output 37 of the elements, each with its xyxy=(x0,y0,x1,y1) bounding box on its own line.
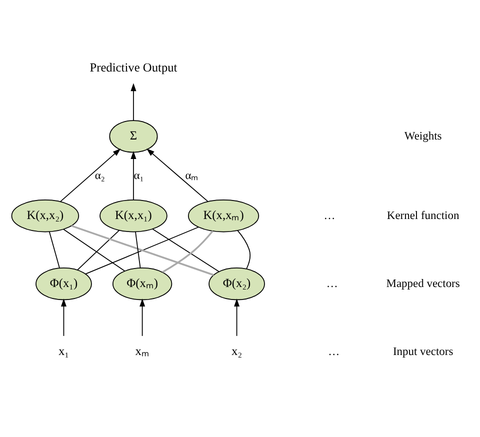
connector xyxy=(71,225,214,276)
label: Weights xyxy=(404,130,442,142)
node-ellipse: K(x,x₂) xyxy=(11,200,80,232)
node-text: xₘ xyxy=(135,344,150,358)
node-text: x₂ xyxy=(232,344,242,358)
label: Input vectors xyxy=(392,346,454,358)
arrow xyxy=(146,148,208,202)
node-ellipse: Φ(x₁) xyxy=(36,268,92,300)
connector xyxy=(135,232,141,268)
node-ellipse: K(x,x₁) xyxy=(100,200,168,232)
node-ellipse: Φ(x₂) xyxy=(208,268,265,300)
label: Mapped vectors xyxy=(386,278,460,290)
connector xyxy=(63,228,126,272)
connector xyxy=(162,230,214,273)
connector xyxy=(152,228,220,272)
label: Kernel function xyxy=(386,210,460,222)
edge-label: α₂ xyxy=(94,170,105,182)
node-ellipse: Φ(xₘ) xyxy=(112,268,172,300)
arrow xyxy=(234,298,240,336)
arrow xyxy=(60,298,66,336)
connector xyxy=(237,230,251,270)
label: … xyxy=(326,278,338,290)
connector xyxy=(77,230,120,270)
arrow xyxy=(130,151,136,200)
connector xyxy=(48,231,60,268)
node-text: x₁ xyxy=(58,344,69,358)
arrow xyxy=(140,298,146,336)
label: … xyxy=(324,210,336,222)
arrow xyxy=(130,83,136,121)
edge-label: α₁ xyxy=(134,170,144,182)
label: … xyxy=(328,346,340,358)
node-ellipse: K(x,xₘ) xyxy=(188,200,260,232)
node-ellipse: Σ xyxy=(109,120,158,153)
connector xyxy=(85,226,199,274)
arrow xyxy=(60,148,121,202)
node-text: Predictive Output xyxy=(90,60,178,75)
edge-label: αₘ xyxy=(185,170,198,182)
